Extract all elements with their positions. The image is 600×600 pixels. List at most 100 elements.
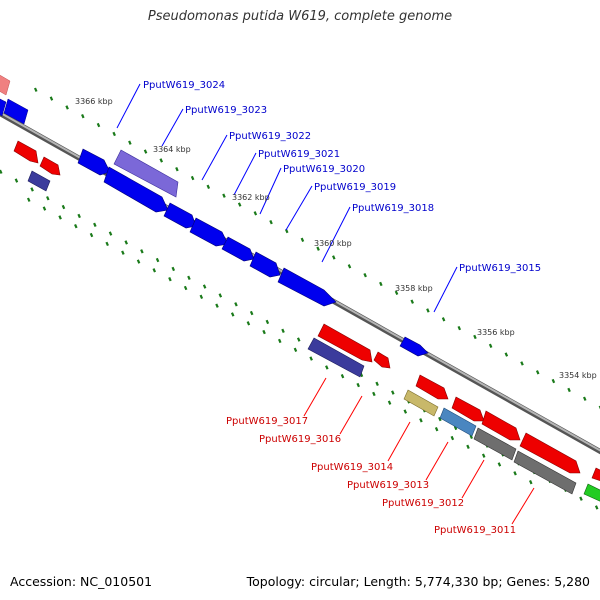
scale-tick-upper xyxy=(441,317,446,322)
reverse-gene-leader xyxy=(511,487,535,525)
gene-arrow-red xyxy=(373,351,391,369)
map-title: Pseudomonas putida W619, complete genome xyxy=(147,9,453,24)
scale-tick-lower xyxy=(281,328,285,333)
forward-gene-label[interactable]: PputW619_3024 xyxy=(143,80,225,91)
scale-tick-lower xyxy=(155,257,160,263)
gene-arrow-gray xyxy=(473,427,517,461)
gene-arrow-blue xyxy=(103,166,169,213)
scale-tick-upper xyxy=(253,211,258,216)
scale-tick-inner xyxy=(387,400,392,405)
scale-label: 3358 kbp xyxy=(395,284,433,293)
forward-gene-leader xyxy=(259,167,282,215)
reverse-gene-leader xyxy=(425,441,449,481)
label-leader-lines xyxy=(116,83,535,525)
gene-arrow-red xyxy=(39,156,61,176)
scale-label: 3362 kbp xyxy=(232,193,270,202)
scale-tick-lower xyxy=(265,319,270,325)
reverse-gene-leader xyxy=(339,395,363,435)
scale-label: 3356 kbp xyxy=(477,328,515,337)
scale-tick-inner xyxy=(513,471,517,476)
gene-arrow-red xyxy=(591,467,600,481)
reverse-gene-label[interactable]: PputW619_3011 xyxy=(434,525,516,536)
forward-gene-leader xyxy=(201,134,228,181)
scale-tick-lower xyxy=(296,337,301,342)
scale-tick-upper xyxy=(159,158,164,163)
scale-tick-lower xyxy=(108,231,113,236)
scale-tick-upper xyxy=(379,281,383,287)
reverse-gene-leader xyxy=(303,377,327,417)
scale-tick-upper xyxy=(473,334,477,340)
forward-gene-label[interactable]: PputW619_3021 xyxy=(258,149,340,160)
gene-arrow-edge-pink xyxy=(0,74,11,96)
scale-tick-upper xyxy=(237,202,242,207)
reverse-gene-label[interactable]: PputW619_3012 xyxy=(382,498,464,509)
forward-gene-label[interactable]: PputW619_3023 xyxy=(185,105,267,116)
scale-label: 3354 kbp xyxy=(559,371,597,380)
scale-tick-upper xyxy=(410,299,414,304)
scale-tick-inner xyxy=(168,276,172,282)
scale-tick-lower xyxy=(218,293,223,298)
scale-tick-lower xyxy=(77,213,81,219)
gene-arrow-olive xyxy=(403,389,439,417)
scale-tick-inner xyxy=(529,479,533,485)
scale-tick-inner xyxy=(293,347,298,352)
scale-tick-lower xyxy=(249,310,254,316)
scale-tick-upper xyxy=(300,237,305,243)
scale-tick-lower xyxy=(124,240,128,245)
reverse-gene-label[interactable]: PputW619_3014 xyxy=(311,462,393,473)
scale-tick-inner xyxy=(340,374,345,379)
scale-tick-inner xyxy=(26,197,31,202)
scale-tick-lower xyxy=(375,381,379,386)
reverse-gene-leader xyxy=(461,459,485,499)
forward-gene-leader xyxy=(233,152,257,196)
scale-tick-lower xyxy=(14,178,19,183)
forward-gene-label[interactable]: PputW619_3018 xyxy=(352,203,434,214)
gene-arrow-blue xyxy=(189,217,229,247)
scale-tick-inner xyxy=(466,444,470,450)
scale-tick-inner xyxy=(450,435,455,441)
gene-arrow-blue xyxy=(399,336,429,357)
scale-tick-upper xyxy=(394,290,399,295)
scale-tick-upper xyxy=(504,352,509,357)
scale-tick-upper xyxy=(143,149,148,154)
forward-gene-label[interactable]: PputW619_3019 xyxy=(314,182,396,193)
gene-arrow-red xyxy=(451,396,485,422)
scale-tick-lower xyxy=(438,416,442,422)
reverse-gene-label[interactable]: PputW619_3017 xyxy=(226,416,308,427)
scale-tick-upper xyxy=(65,105,69,110)
forward-gene-label[interactable]: PputW619_3022 xyxy=(229,131,311,142)
gene-arrow-red xyxy=(481,410,521,441)
gene-features xyxy=(0,74,600,502)
scale-tick-lower xyxy=(46,196,50,201)
scale-tick-inner xyxy=(278,338,282,344)
scale-tick-upper xyxy=(269,219,273,225)
scale-tick-lower xyxy=(202,284,207,289)
forward-gene-leader xyxy=(433,266,458,313)
forward-gene-leader xyxy=(321,206,351,263)
genome-summary-text: Topology: circular; Length: 5,774,330 bp… xyxy=(246,574,590,589)
forward-gene-label[interactable]: PputW619_3020 xyxy=(283,164,365,175)
forward-gene-leader xyxy=(161,108,184,147)
reverse-gene-label[interactable]: PputW619_3013 xyxy=(347,480,429,491)
accession-text: Accession: NC_010501 xyxy=(10,574,153,589)
forward-gene-leader xyxy=(116,83,141,129)
scale-tick-inner xyxy=(356,382,360,388)
scale-tick-inner xyxy=(74,224,78,229)
scale-tick-lower xyxy=(30,187,34,192)
scale-tick-inner xyxy=(246,321,251,326)
scale-tick-lower xyxy=(171,266,176,272)
scale-tick-upper xyxy=(332,255,336,260)
scale-tick-upper xyxy=(96,122,101,128)
forward-gene-label[interactable]: PputW619_3015 xyxy=(459,263,541,274)
scale-tick-upper xyxy=(49,96,54,101)
reverse-gene-label[interactable]: PputW619_3016 xyxy=(259,434,341,445)
gene-arrow-edge-blue2 xyxy=(3,98,29,125)
scale-tick-inner xyxy=(136,259,141,264)
scale-tick-upper xyxy=(457,325,462,331)
reverse-gene-leader xyxy=(387,421,411,462)
scale-tick-inner xyxy=(403,409,408,414)
scale-tick-upper xyxy=(128,140,132,145)
scale-tick-lower xyxy=(140,249,144,254)
